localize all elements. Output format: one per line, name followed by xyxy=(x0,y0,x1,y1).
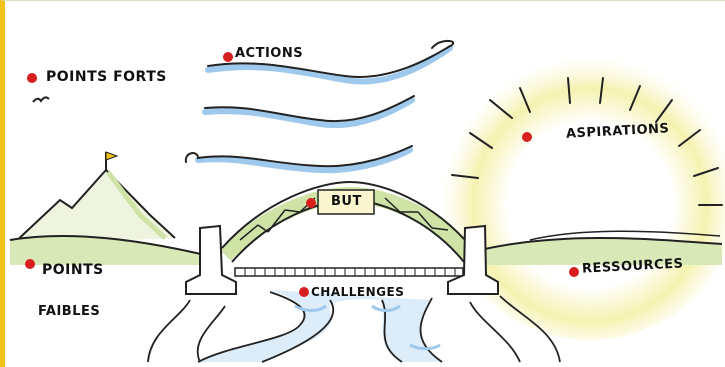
marker-ressources xyxy=(569,267,579,277)
label-points: POINTS xyxy=(42,262,104,278)
label-points-forts: POINTS FORTS xyxy=(46,69,167,85)
label-faibles: FAIBLES xyxy=(38,304,100,319)
label-but: BUT xyxy=(331,194,362,209)
mountain-icon xyxy=(12,170,175,245)
marker-but xyxy=(306,198,316,208)
label-actions: ACTIONS xyxy=(235,46,303,61)
marker-points-forts xyxy=(27,73,37,83)
marker-actions xyxy=(223,52,233,62)
marker-challenges xyxy=(299,287,309,297)
marker-aspirations xyxy=(522,132,532,142)
flag-icon xyxy=(106,152,117,170)
bird-icon xyxy=(33,97,49,102)
marker-points xyxy=(25,259,35,269)
label-challenges: CHALLENGES xyxy=(311,285,404,299)
